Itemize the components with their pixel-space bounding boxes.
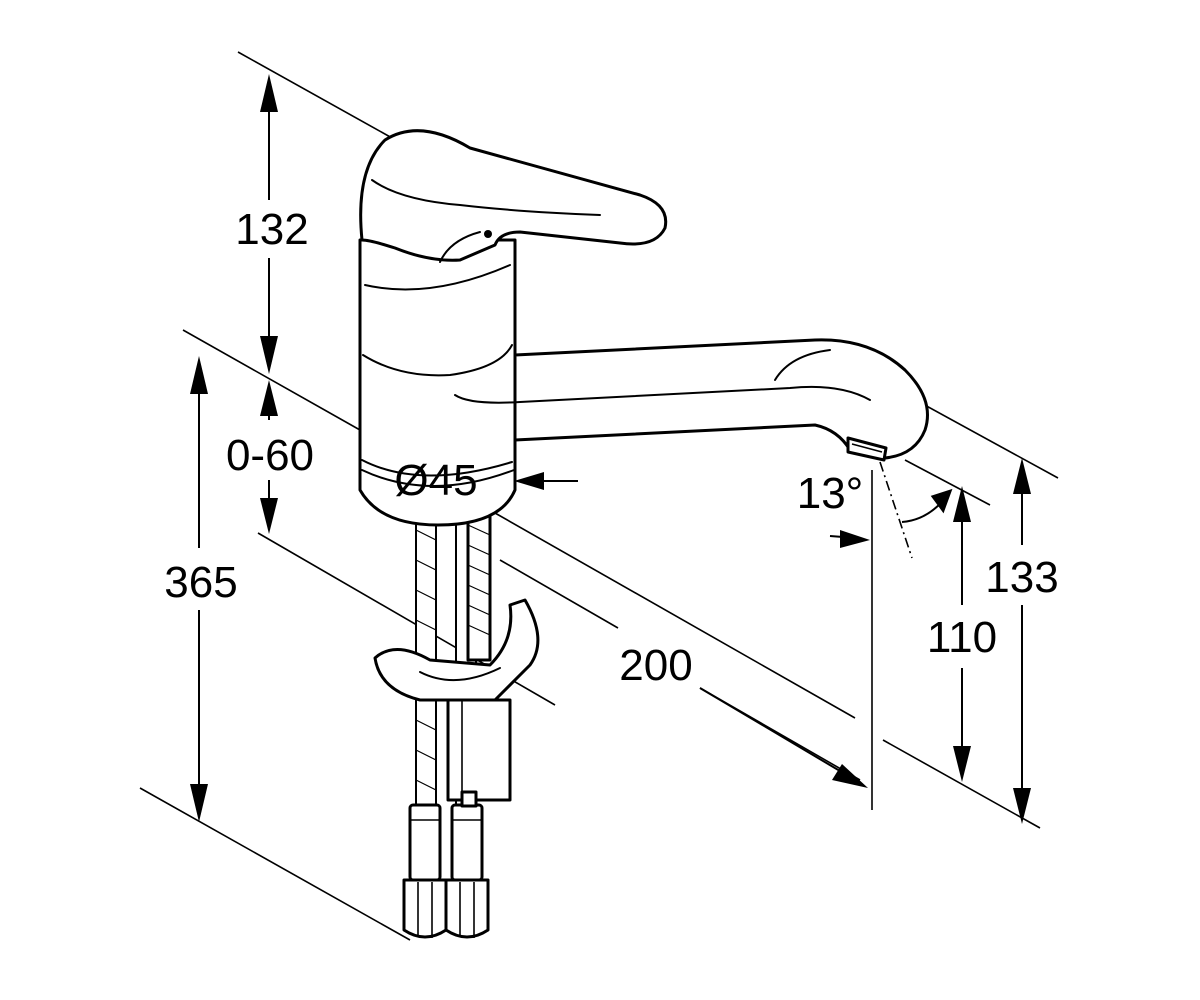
dim-label-110: 110: [927, 613, 997, 662]
faucet-body: [358, 238, 517, 527]
dim-label-365: 365: [164, 558, 237, 607]
dim-label-200: 200: [619, 641, 692, 690]
dim-label-0-60: 0-60: [226, 431, 314, 480]
faucet-spout: [454, 338, 929, 462]
extension-lines: [139, 51, 1059, 941]
dimension-lines: [190, 74, 1031, 824]
mounting-clamp: [373, 513, 540, 808]
dim-label-132: 132: [235, 205, 308, 254]
dimension-labels: 132 0-60 365 Ø45 200 13° 110 133: [164, 205, 1058, 690]
dim-label-133: 133: [985, 553, 1058, 602]
dim-label-13-degrees: 13°: [797, 469, 864, 518]
lever-handle: [359, 129, 668, 263]
dim-label-diameter-45: Ø45: [394, 456, 477, 505]
